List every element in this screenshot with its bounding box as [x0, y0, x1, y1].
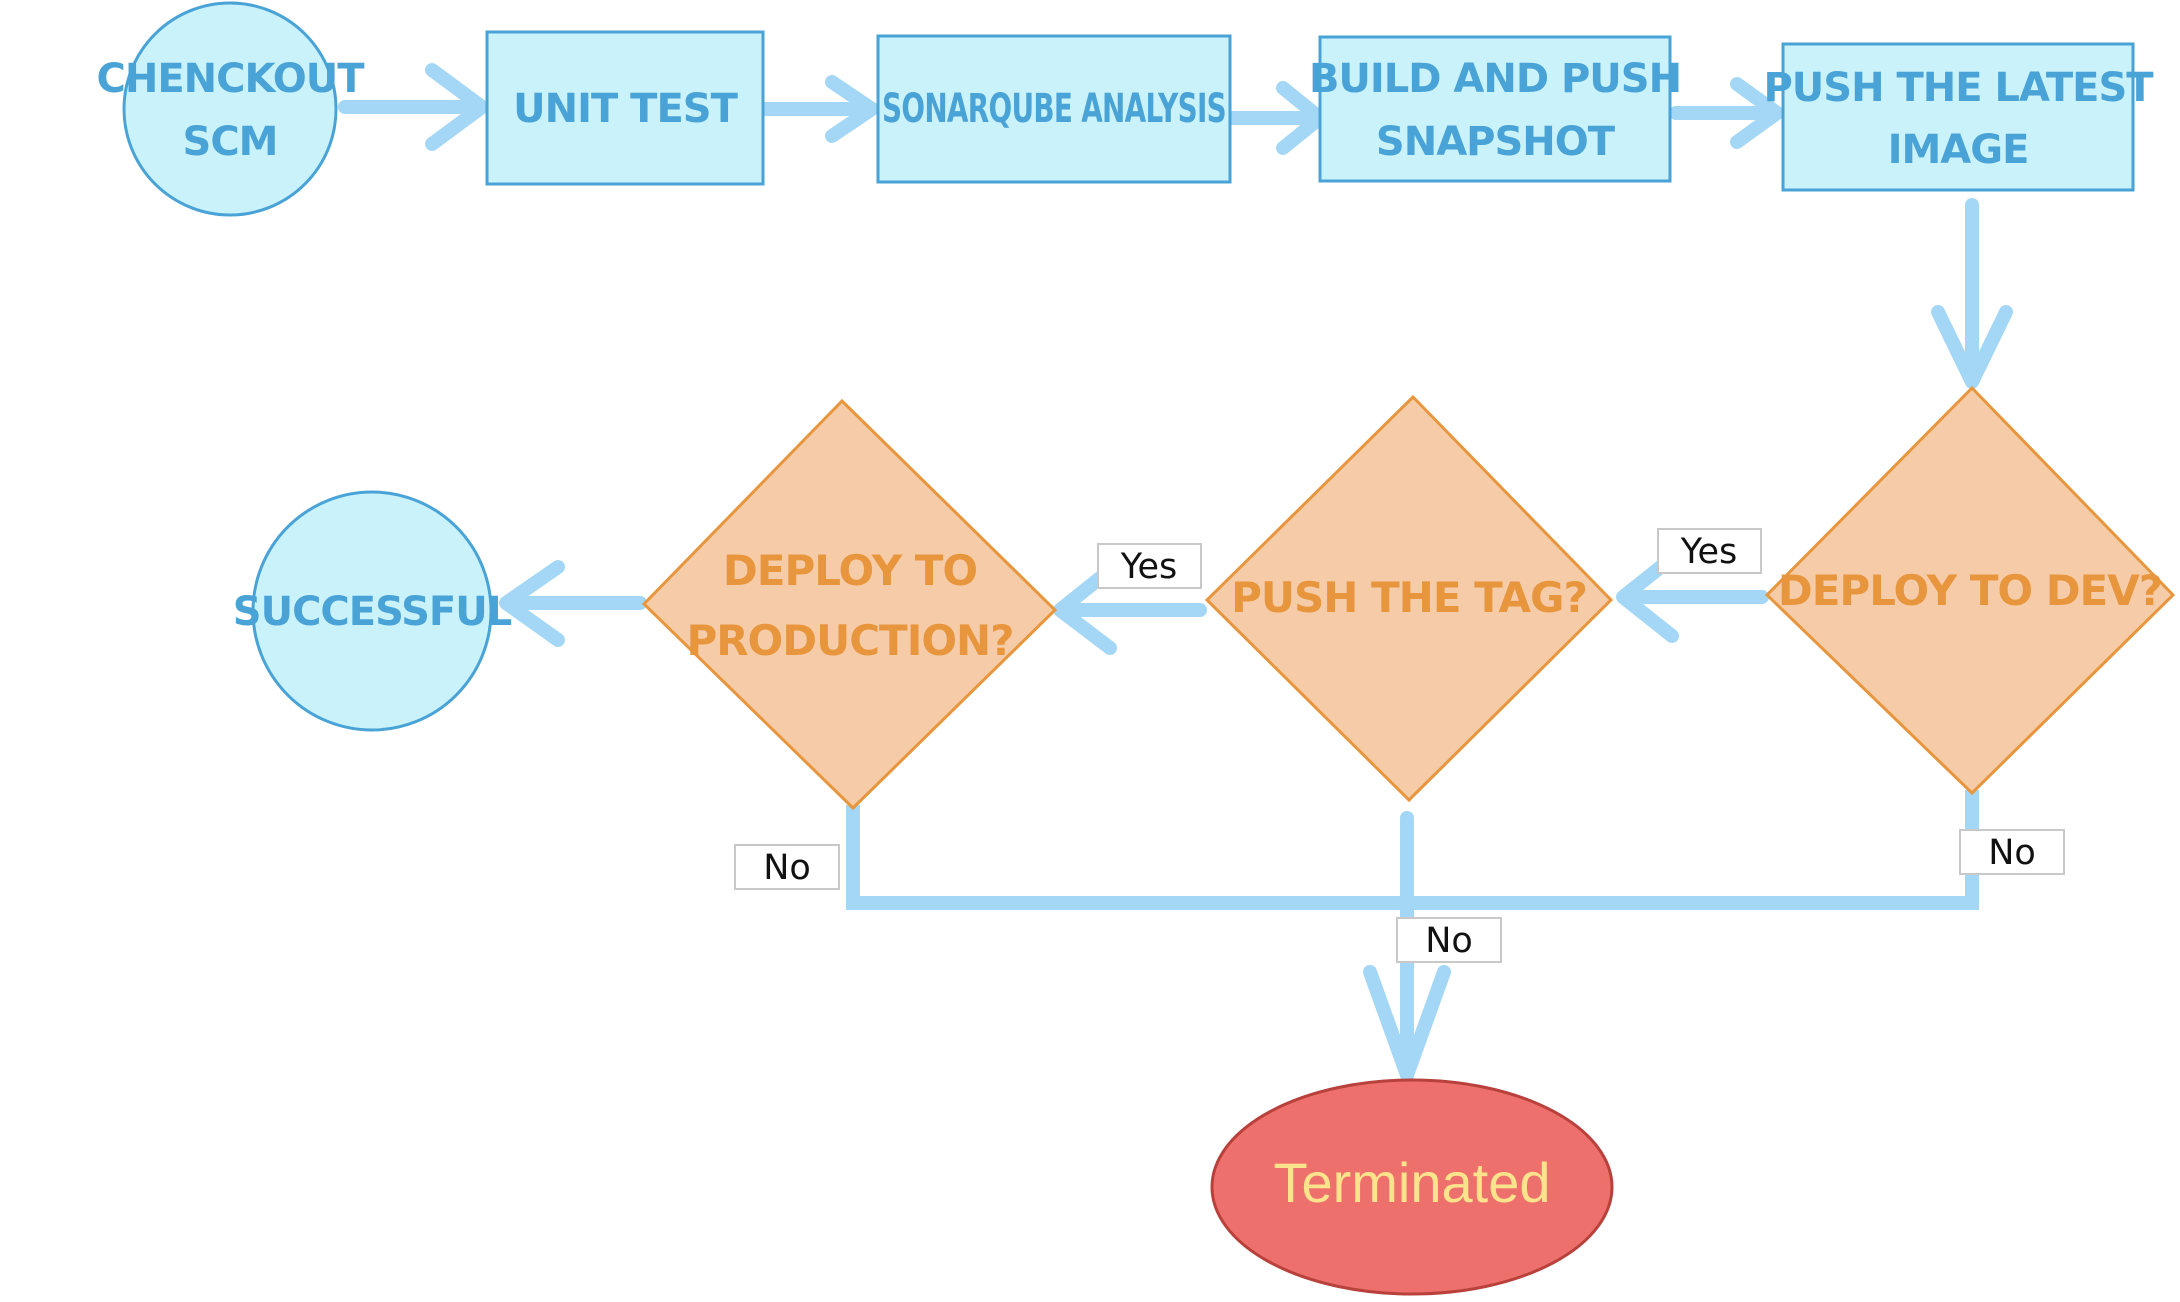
edge-label-dev-yes: Yes [1657, 528, 1762, 574]
node-push-latest-line-2: IMAGE [1888, 127, 2029, 173]
node-deploy-dev-label: DEPLOY TO DEV? [1778, 566, 2162, 615]
arrow-deploy-dev-to-push-tag [1616, 551, 1769, 643]
arrow-deploy-prod-to-successful [499, 560, 647, 647]
edge-label-prod-no-text: No [763, 848, 811, 888]
node-sonarqube-label: SONARQUBE ANALYSIS [882, 86, 1226, 132]
node-build-push-snapshot: BUILD AND PUSH SNAPSHOT [1309, 35, 1682, 183]
arrow-push-tag-to-deploy-prod [1053, 563, 1207, 655]
node-successful-label: SUCCESSFUL [233, 589, 512, 635]
node-push-latest-line-1: PUSH THE LATEST [1763, 65, 2154, 111]
node-checkout-scm-line-2: SCM [183, 119, 278, 165]
node-checkout-scm: CHENCKOUT SCM [97, 1, 366, 217]
node-push-the-tag: PUSH THE TAG? [1204, 394, 1614, 803]
node-deploy-prod-line-2: PRODUCTION? [686, 616, 1013, 665]
node-deploy-prod-line-1: DEPLOY TO [723, 546, 977, 595]
edge-label-dev-no: No [1959, 829, 2065, 875]
edge-label-prod-no: No [734, 844, 840, 890]
node-build-push-line-2: SNAPSHOT [1376, 119, 1616, 165]
node-unit-test-label: UNIT TEST [513, 86, 738, 132]
edge-label-tag-yes-text: Yes [1120, 547, 1178, 587]
node-deploy-to-production: DEPLOY TO PRODUCTION? [641, 398, 1058, 811]
node-build-push-line-1: BUILD AND PUSH [1309, 56, 1681, 102]
node-push-latest-image: PUSH THE LATEST IMAGE [1763, 42, 2155, 192]
arrow-checkout-to-unit-test [338, 63, 489, 151]
edge-label-tag-yes: Yes [1097, 543, 1202, 589]
node-successful: SUCCESSFUL [233, 490, 513, 732]
node-checkout-scm-line-1: CHENCKOUT [97, 56, 366, 102]
arrow-push-latest-to-deploy-dev [1931, 198, 2013, 389]
node-push-tag-label: PUSH THE TAG? [1231, 573, 1587, 622]
node-sonarqube-analysis: SONARQUBE ANALYSIS [876, 34, 1232, 184]
node-unit-test: UNIT TEST [485, 30, 765, 186]
edge-label-dev-yes-text: Yes [1680, 532, 1738, 572]
node-terminated-label: Terminated [1273, 1151, 1550, 1214]
edge-label-dev-no-text: No [1988, 833, 2036, 873]
node-terminated: Terminated [1210, 1078, 1614, 1296]
edge-label-tag-no: No [1396, 917, 1502, 963]
edge-label-tag-no-text: No [1425, 921, 1473, 961]
arrow-build-to-push-latest [1669, 77, 1784, 149]
arrow-unit-test-to-sonarqube [758, 75, 879, 143]
arrow-sonarqube-to-build [1226, 81, 1327, 155]
node-deploy-to-dev: DEPLOY TO DEV? [1764, 385, 2176, 796]
